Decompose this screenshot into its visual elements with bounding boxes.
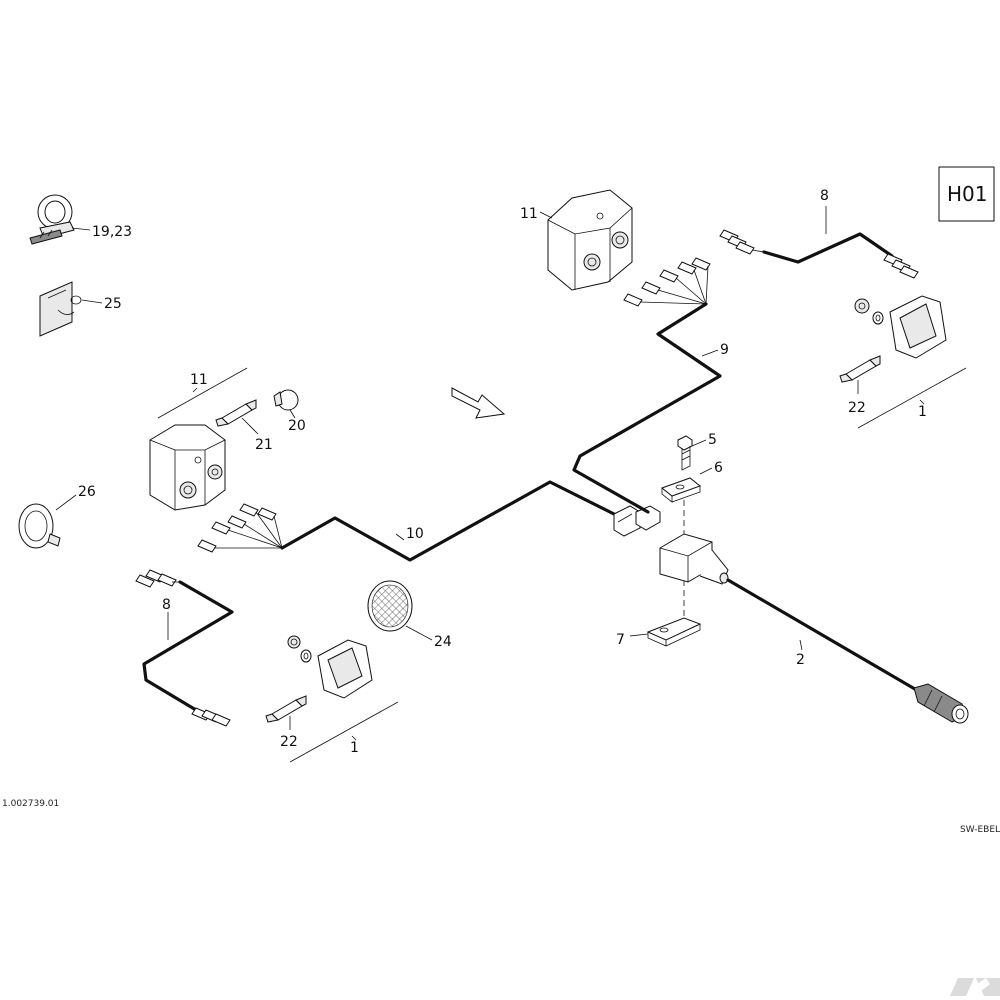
label-plate-part bbox=[39, 281, 82, 337]
harness-wire-10 bbox=[280, 480, 620, 562]
callout-7: 7 bbox=[616, 632, 625, 648]
callout-11-left: 11 bbox=[190, 372, 208, 388]
mounting-plate bbox=[646, 617, 702, 647]
arrow-icon bbox=[451, 387, 506, 419]
callout-11-right: 11 bbox=[520, 206, 538, 222]
drawing-number: 1.002739.01 bbox=[2, 799, 59, 809]
callout-24: 24 bbox=[434, 634, 452, 650]
left-tail-lamp bbox=[287, 635, 373, 699]
logo-icon bbox=[950, 978, 1000, 996]
cable-clip-part bbox=[29, 194, 75, 245]
festoon-bulb-22-left bbox=[265, 695, 307, 723]
callout-10: 10 bbox=[406, 526, 424, 542]
cable-plug bbox=[913, 683, 969, 724]
callout-1-left: 1 bbox=[350, 740, 359, 756]
callout-26: 26 bbox=[78, 484, 96, 500]
round-reflector bbox=[18, 503, 61, 549]
right-wire-8 bbox=[719, 229, 919, 279]
right-tail-lamp bbox=[854, 295, 947, 359]
callout-5: 5 bbox=[708, 432, 717, 448]
badge-text: H01 bbox=[947, 182, 988, 206]
trailer-socket-housing bbox=[659, 533, 729, 585]
callout-20: 20 bbox=[288, 418, 306, 434]
author-code: SW-EBEL bbox=[960, 825, 1000, 835]
right-connector-fan bbox=[623, 257, 711, 307]
callout-21: 21 bbox=[255, 437, 273, 453]
callout-6: 6 bbox=[714, 460, 723, 476]
cable-2 bbox=[726, 578, 922, 694]
left-wire-8 bbox=[135, 569, 234, 727]
leader-line bbox=[71, 227, 91, 231]
bolt bbox=[677, 435, 693, 471]
nut-plate bbox=[660, 477, 702, 503]
callout-25: 25 bbox=[104, 296, 122, 312]
left-connector-fan bbox=[197, 503, 283, 553]
diagram-badge: H01 bbox=[938, 166, 995, 222]
callout-9: 9 bbox=[720, 342, 729, 358]
harness-plug-mid bbox=[613, 505, 661, 537]
grille-cover bbox=[367, 580, 413, 632]
callout-22-left: 22 bbox=[280, 734, 298, 750]
callout-1-right: 1 bbox=[918, 404, 927, 420]
festoon-bulb-22-right bbox=[839, 355, 881, 383]
callout-8-right: 8 bbox=[820, 188, 829, 204]
callout-22-right: 22 bbox=[848, 400, 866, 416]
right-light-housing bbox=[547, 189, 633, 291]
harness-wire-9 bbox=[572, 302, 722, 514]
left-light-housing bbox=[149, 424, 226, 511]
callout-8-left: 8 bbox=[162, 597, 171, 613]
callout-2: 2 bbox=[796, 652, 805, 668]
callout-19-23: 19,23 bbox=[92, 224, 132, 240]
festoon-bulb-left bbox=[215, 399, 257, 427]
round-bulb bbox=[273, 389, 299, 411]
